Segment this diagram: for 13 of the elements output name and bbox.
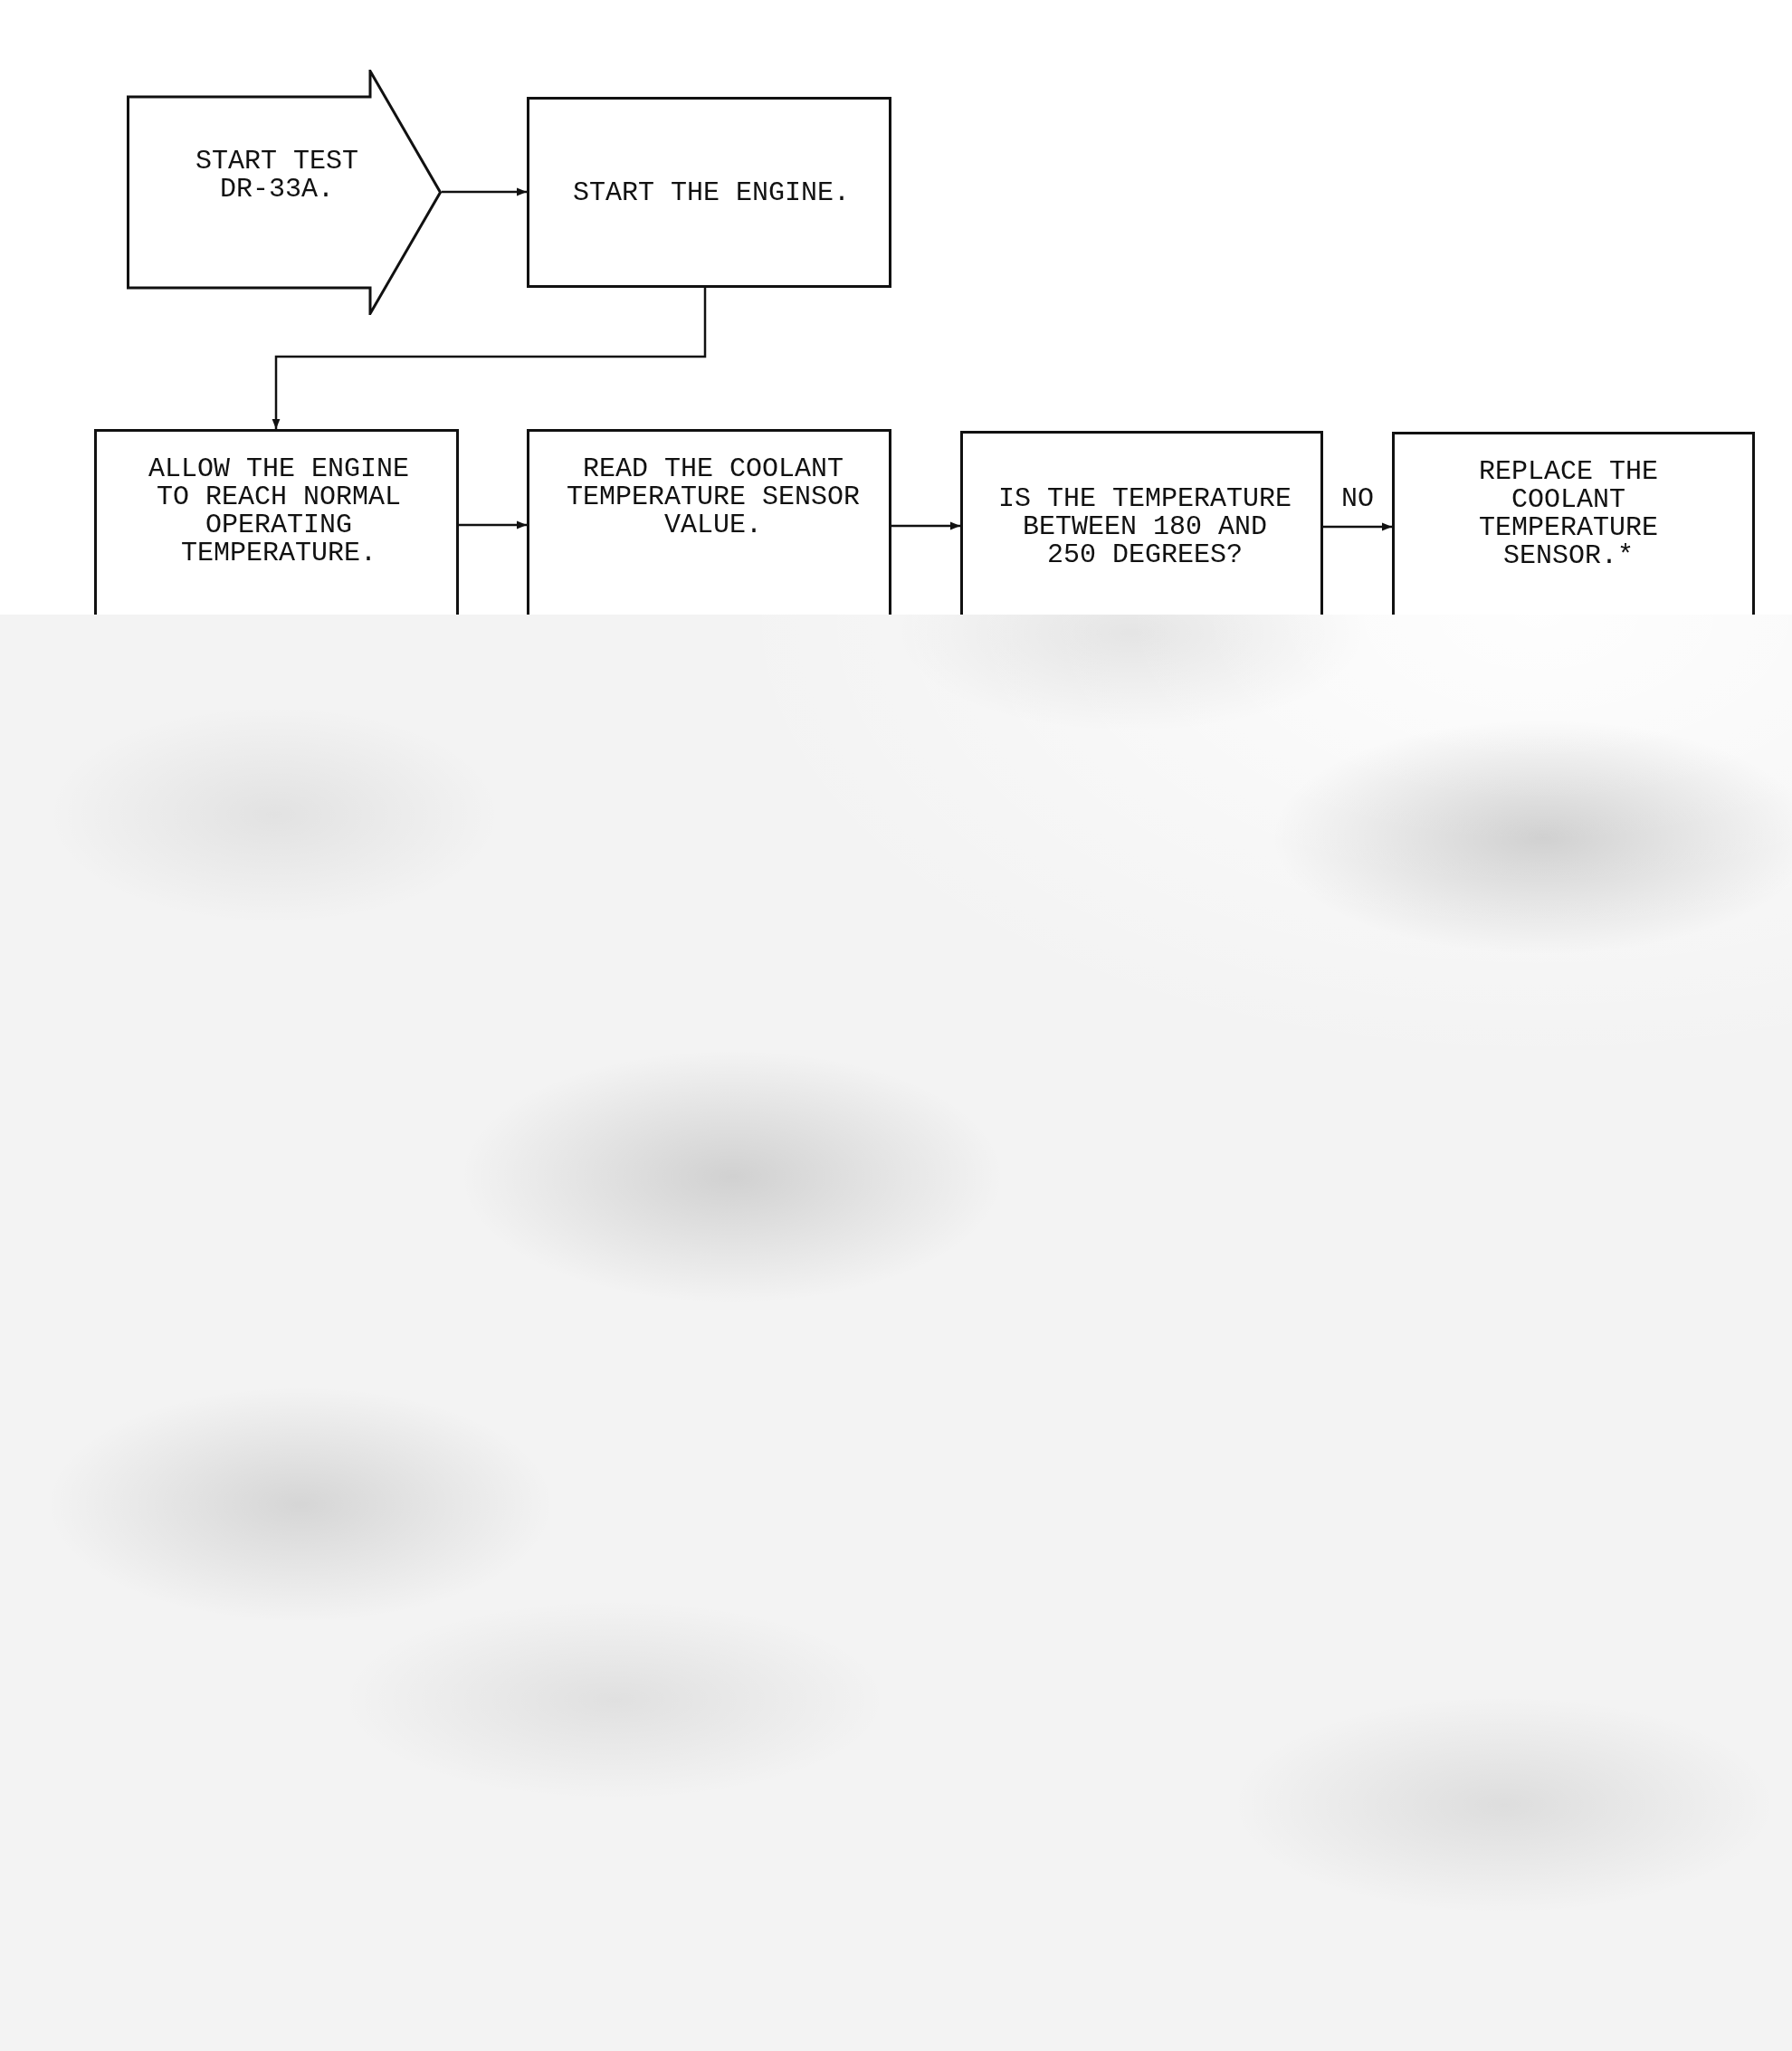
step-text: START TEST DR-33A. [195, 148, 359, 204]
step-text: REPLACE THE COOLANT TEMPERATURE SENSOR.* [1477, 458, 1659, 570]
arrow [459, 520, 527, 529]
process-box [527, 97, 891, 288]
arrow [272, 288, 707, 429]
arrow [1323, 522, 1392, 531]
step-text: ALLOW THE ENGINE TO REACH NORMAL OPERATING TEMPERATURE. [147, 455, 410, 568]
arrow [442, 187, 527, 196]
block-arrow [127, 70, 442, 315]
arrow [891, 521, 960, 530]
step-text: READ THE COOLANT TEMPERATURE SENSOR VALUE. [565, 455, 862, 539]
step-text: START THE ENGINE. [571, 179, 852, 207]
question-text: IS THE TEMPERATURE BETWEEN 180 AND 250 DEGREES? [996, 485, 1293, 569]
